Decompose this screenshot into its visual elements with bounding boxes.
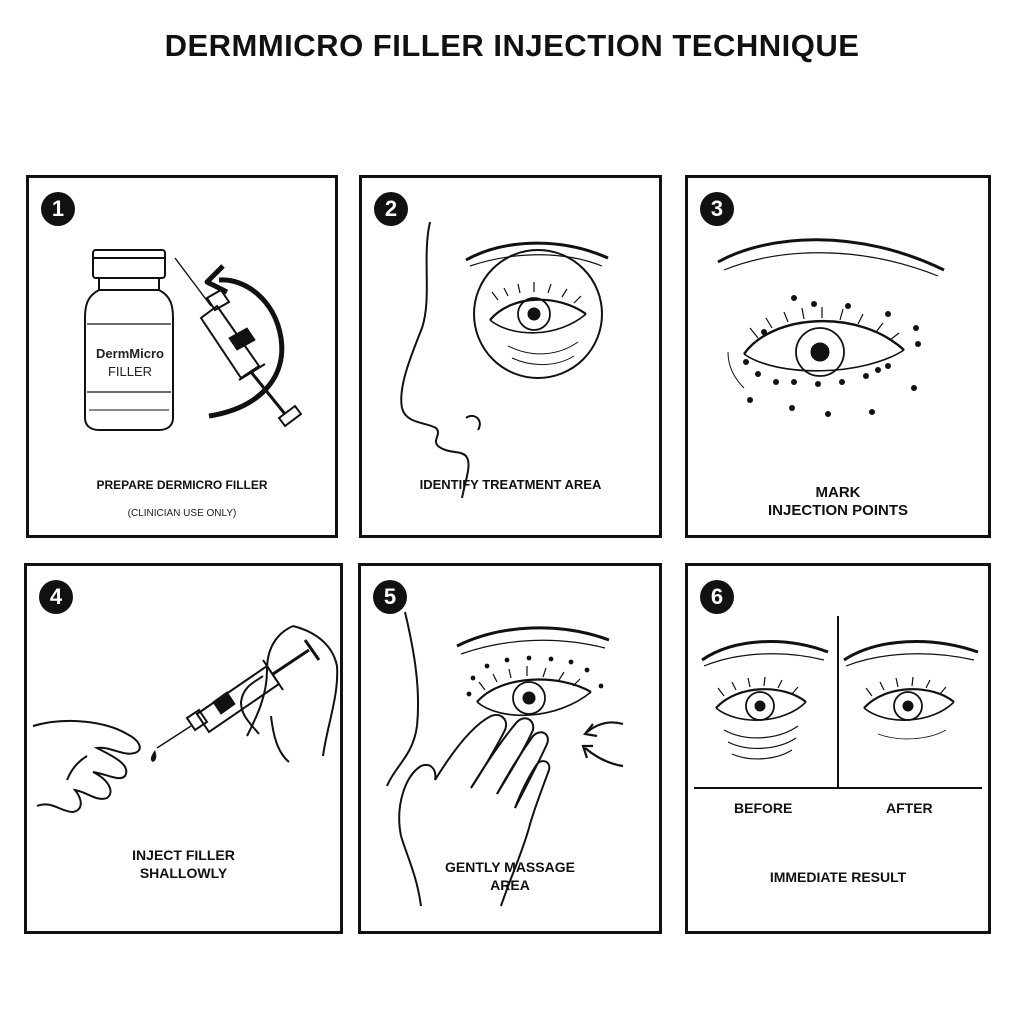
syringe-icon bbox=[175, 258, 301, 426]
step-3-panel: 3 MARK INJECTION POINTS bbox=[685, 175, 991, 538]
after-label: AFTER bbox=[886, 800, 933, 816]
droplet-icon bbox=[150, 750, 157, 762]
injection-dots bbox=[466, 655, 604, 697]
step-2-panel: 2 IDENTIFY TREATMENT AREA bbox=[359, 175, 662, 538]
vial-icon bbox=[85, 250, 173, 430]
step-1-note: (CLINICIAN USE ONLY) bbox=[127, 508, 237, 519]
rotate-arrow-icon bbox=[207, 266, 282, 416]
step-1-badge: 1 bbox=[41, 192, 75, 226]
page-title: DERMMICRO FILLER INJECTION TECHNIQUE bbox=[164, 28, 860, 63]
step-4-caption-line2: SHALLOWLY bbox=[139, 865, 228, 881]
step-2-illustration bbox=[362, 178, 659, 535]
step-4-caption-line1: INJECT FILLER bbox=[132, 847, 235, 863]
step-1-illustration bbox=[29, 178, 335, 535]
step-3-illustration bbox=[688, 178, 988, 417]
step-6-illustration bbox=[688, 566, 988, 931]
eye-icon bbox=[466, 243, 608, 378]
step-5-badge: 5 bbox=[373, 580, 407, 614]
step-4-panel: 4 INJECT FILLER SHALLOWLY bbox=[24, 563, 343, 934]
step-6-badge: 6 bbox=[700, 580, 734, 614]
step-3-caption-line1: MARK bbox=[815, 484, 861, 501]
step-5-panel: 5 bbox=[358, 563, 662, 934]
face-profile-icon bbox=[387, 612, 418, 786]
step-4-illustration bbox=[27, 566, 340, 931]
step-1-panel: 1 DermMicro FILLER PREPARE DERMICRO FILL… bbox=[26, 175, 338, 538]
before-label: BEFORE bbox=[734, 800, 793, 816]
syringe-icon bbox=[157, 640, 319, 748]
step-2-badge: 2 bbox=[374, 192, 408, 226]
face-profile-icon bbox=[401, 222, 480, 498]
injection-dots bbox=[743, 295, 921, 417]
before-eye-icon bbox=[702, 642, 828, 759]
step-4-badge: 4 bbox=[39, 580, 73, 614]
step-1-caption: PREPARE DERMICRO FILLER bbox=[96, 478, 268, 492]
step-2-caption: IDENTIFY TREATMENT AREA bbox=[419, 477, 602, 492]
vial-product-label: FILLER bbox=[107, 364, 153, 379]
step-6-caption: IMMEDIATE RESULT bbox=[769, 869, 907, 885]
step-5-illustration bbox=[361, 566, 659, 931]
eye-icon bbox=[718, 240, 944, 388]
step-3-caption-line2: INJECTION POINTS bbox=[767, 502, 909, 519]
vial-brand-label: DermMicro bbox=[96, 346, 164, 361]
step-5-caption-line1: GENTLY MASSAGE bbox=[445, 859, 575, 875]
after-eye-icon bbox=[844, 642, 978, 739]
step-6-panel: 6 BEFORE AFTER IMMEDIATE RESULT bbox=[685, 563, 991, 934]
arrow-icon bbox=[583, 722, 623, 766]
eye-icon bbox=[457, 628, 609, 715]
hand-icon bbox=[33, 626, 337, 812]
step-5-caption-line2: AREA bbox=[490, 877, 530, 893]
step-3-badge: 3 bbox=[700, 192, 734, 226]
hand-icon bbox=[399, 715, 549, 906]
